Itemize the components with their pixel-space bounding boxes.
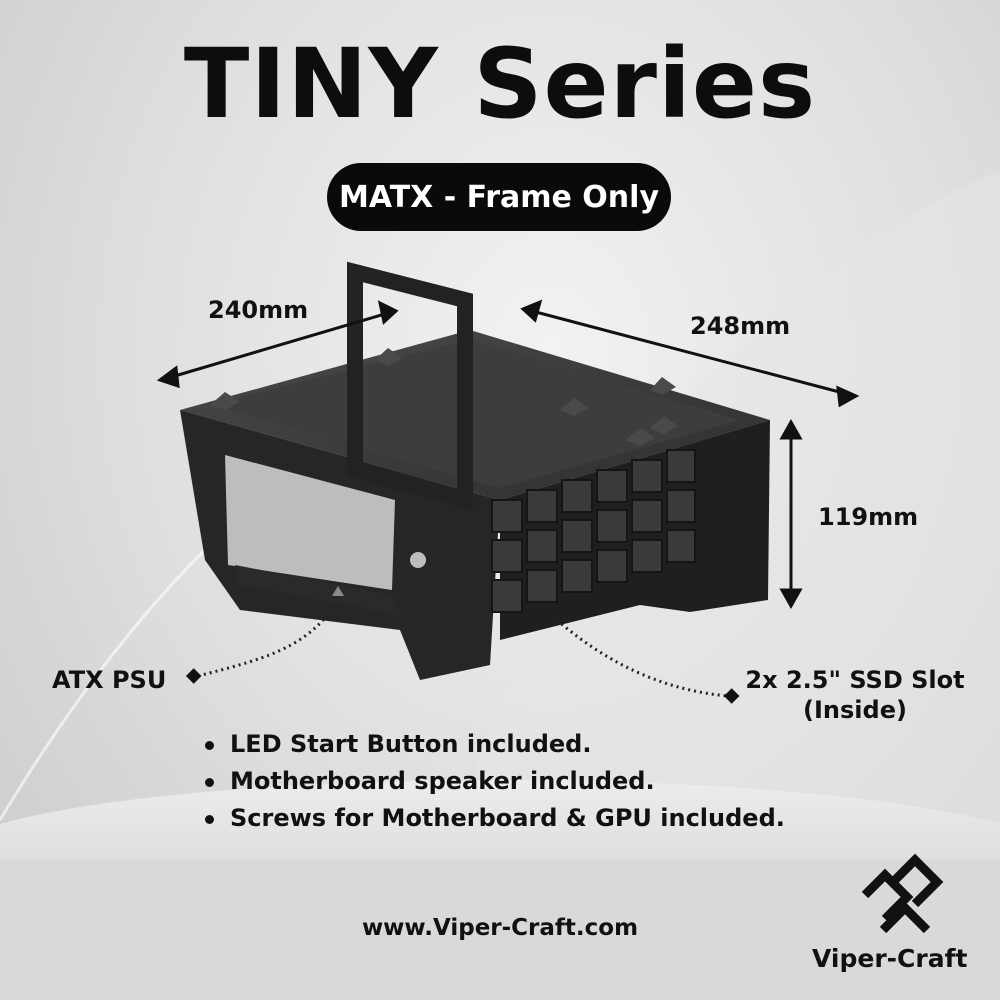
- height-label: 119mm: [818, 503, 919, 531]
- bullet-dot: [205, 777, 214, 787]
- feature-list: LED Start Button included. Motherboard s…: [205, 726, 785, 837]
- feature-item: LED Start Button included.: [205, 726, 785, 763]
- bullet-dot: [205, 740, 214, 750]
- depth-dimension-arrow: [531, 309, 848, 396]
- width-label: 240mm: [208, 296, 309, 324]
- ssd-rib-grid: [491, 449, 696, 613]
- brand-name: Viper-Craft: [812, 944, 968, 973]
- ssd-callout-marker: [723, 688, 740, 704]
- led-button-hole: [410, 552, 426, 568]
- viper-craft-logo-icon: [861, 853, 944, 934]
- page-title: TINY Series: [183, 28, 817, 140]
- feature-item: Motherboard speaker included.: [205, 763, 785, 800]
- feature-item: Screws for Motherboard & GPU included.: [205, 800, 785, 837]
- subtitle-badge: MATX - Frame Only: [327, 163, 671, 231]
- psu-callout-label: ATX PSU: [52, 666, 167, 694]
- ssd-callout-line: [546, 610, 729, 698]
- psu-callout-line: [197, 611, 332, 678]
- ssd-callout-label: 2x 2.5" SSD Slot (Inside): [745, 666, 965, 724]
- ssd-callout-line1: 2x 2.5" SSD Slot: [745, 666, 965, 694]
- website-url: www.Viper-Craft.com: [361, 915, 639, 941]
- ssd-callout-line2: (Inside): [803, 696, 907, 724]
- gpu-bracket: [347, 261, 473, 511]
- depth-label: 248mm: [690, 312, 791, 340]
- bullet-dot: [205, 814, 214, 824]
- psu-callout-marker: [185, 668, 202, 684]
- width-dimension-arrow: [167, 311, 389, 380]
